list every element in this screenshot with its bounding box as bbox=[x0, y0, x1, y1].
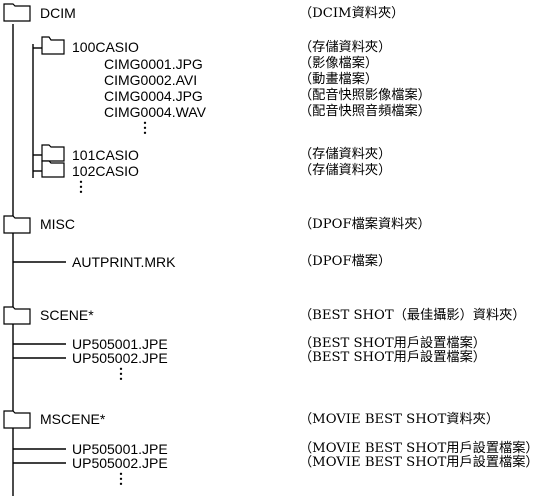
file-description: （MOVIE BEST SHOT用戶設置檔案） bbox=[299, 455, 538, 470]
scene-folder-description: （BEST SHOT（最佳攝影）資料夾） bbox=[299, 308, 526, 323]
folder-icon bbox=[3, 3, 31, 22]
folder-icon bbox=[3, 410, 31, 429]
casio100-folder-label: 100CASIO bbox=[72, 39, 139, 55]
folder-icon bbox=[41, 160, 65, 178]
folder-icon bbox=[41, 144, 65, 162]
casio101-folder-description: （存儲資料夾） bbox=[299, 147, 392, 162]
file-label: UP505001.JPE bbox=[72, 336, 168, 352]
folder-icon bbox=[41, 36, 65, 55]
file-description: （BEST SHOT用戶設置檔案） bbox=[299, 336, 486, 351]
folder-icon bbox=[3, 215, 31, 234]
casio102-folder-label: 102CASIO bbox=[72, 163, 139, 179]
vertical-ellipsis-icon: ••• bbox=[118, 365, 124, 384]
file-description: （影像檔案） bbox=[299, 56, 379, 71]
scene-folder-label: SCENE* bbox=[40, 307, 94, 323]
misc-folder-label: MISC bbox=[40, 216, 75, 232]
mscene-folder-description: （MOVIE BEST SHOT資料夾） bbox=[299, 412, 500, 427]
file-description: （動畫檔案） bbox=[299, 72, 379, 87]
vertical-ellipsis-icon: ••• bbox=[118, 470, 124, 489]
file-description: （MOVIE BEST SHOT用戶設置檔案） bbox=[299, 441, 538, 456]
dcim-folder-label: DCIM bbox=[40, 5, 76, 21]
file-label: AUTPRINT.MRK bbox=[72, 254, 176, 270]
dcim-folder-description: （DCIM資料夾） bbox=[299, 6, 405, 21]
file-label: UP505002.JPE bbox=[72, 350, 168, 366]
file-label: UP505002.JPE bbox=[72, 455, 168, 471]
casio101-folder-label: 101CASIO bbox=[72, 147, 139, 163]
file-label: UP505001.JPE bbox=[72, 441, 168, 457]
file-description: （BEST SHOT用戶設置檔案） bbox=[299, 350, 486, 365]
file-label: CIMG0002.AVI bbox=[104, 72, 198, 88]
casio102-folder-description: （存儲資料夾） bbox=[299, 163, 392, 178]
mscene-folder-label: MSCENE* bbox=[40, 411, 106, 427]
file-description: （配音快照音頻檔案） bbox=[299, 104, 431, 119]
file-label: CIMG0004.WAV bbox=[104, 104, 206, 120]
casio100-folder-description: （存儲資料夾） bbox=[299, 40, 392, 55]
folder-icon bbox=[3, 306, 31, 325]
vertical-ellipsis-icon: ••• bbox=[142, 119, 148, 138]
misc-folder-description: （DPOF檔案資料夾） bbox=[299, 217, 431, 232]
vertical-ellipsis-icon: ••• bbox=[78, 178, 84, 197]
file-description: （DPOF檔案） bbox=[299, 254, 392, 269]
file-label: CIMG0004.JPG bbox=[104, 88, 203, 104]
file-description: （配音快照影像檔案） bbox=[299, 88, 431, 103]
file-label: CIMG0001.JPG bbox=[104, 56, 203, 72]
